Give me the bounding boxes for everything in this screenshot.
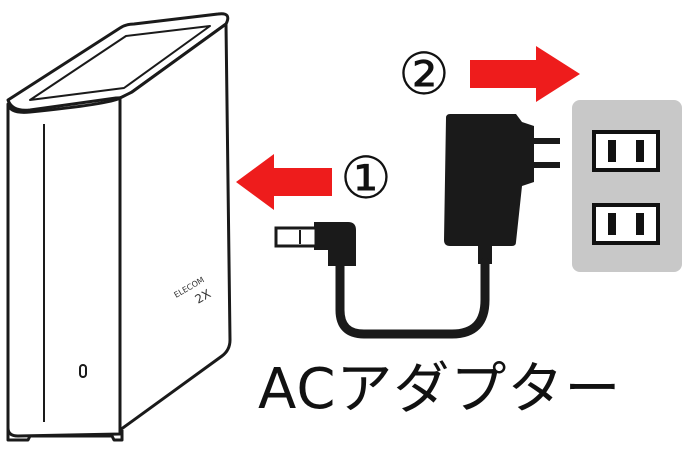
wireless-router-icon bbox=[6, 12, 232, 442]
adapter-body bbox=[444, 114, 534, 246]
outlet-panel bbox=[572, 100, 682, 272]
step2-number: ② bbox=[398, 40, 450, 108]
adapter-cable bbox=[335, 257, 490, 339]
adapter-prong-top bbox=[528, 138, 560, 144]
adapter-prong-bottom bbox=[528, 162, 560, 168]
dc-plug-housing bbox=[314, 222, 356, 266]
outlet-socket-top bbox=[592, 130, 660, 172]
outlet-socket-bottom bbox=[592, 203, 660, 245]
step1-label: ① bbox=[340, 144, 392, 212]
router-model-text: 2X bbox=[193, 287, 214, 307]
ac-adapter-caption: ACアダプター bbox=[258, 357, 622, 422]
wall-outlet-icon bbox=[572, 100, 682, 272]
ac-adapter-icon bbox=[274, 114, 560, 339]
arrow-right-step2 bbox=[470, 46, 580, 102]
step2-label: ② bbox=[398, 40, 450, 108]
dc-plug-barrel bbox=[274, 226, 318, 248]
arrow-left-step1 bbox=[236, 154, 332, 210]
step1-number: ① bbox=[340, 144, 392, 212]
